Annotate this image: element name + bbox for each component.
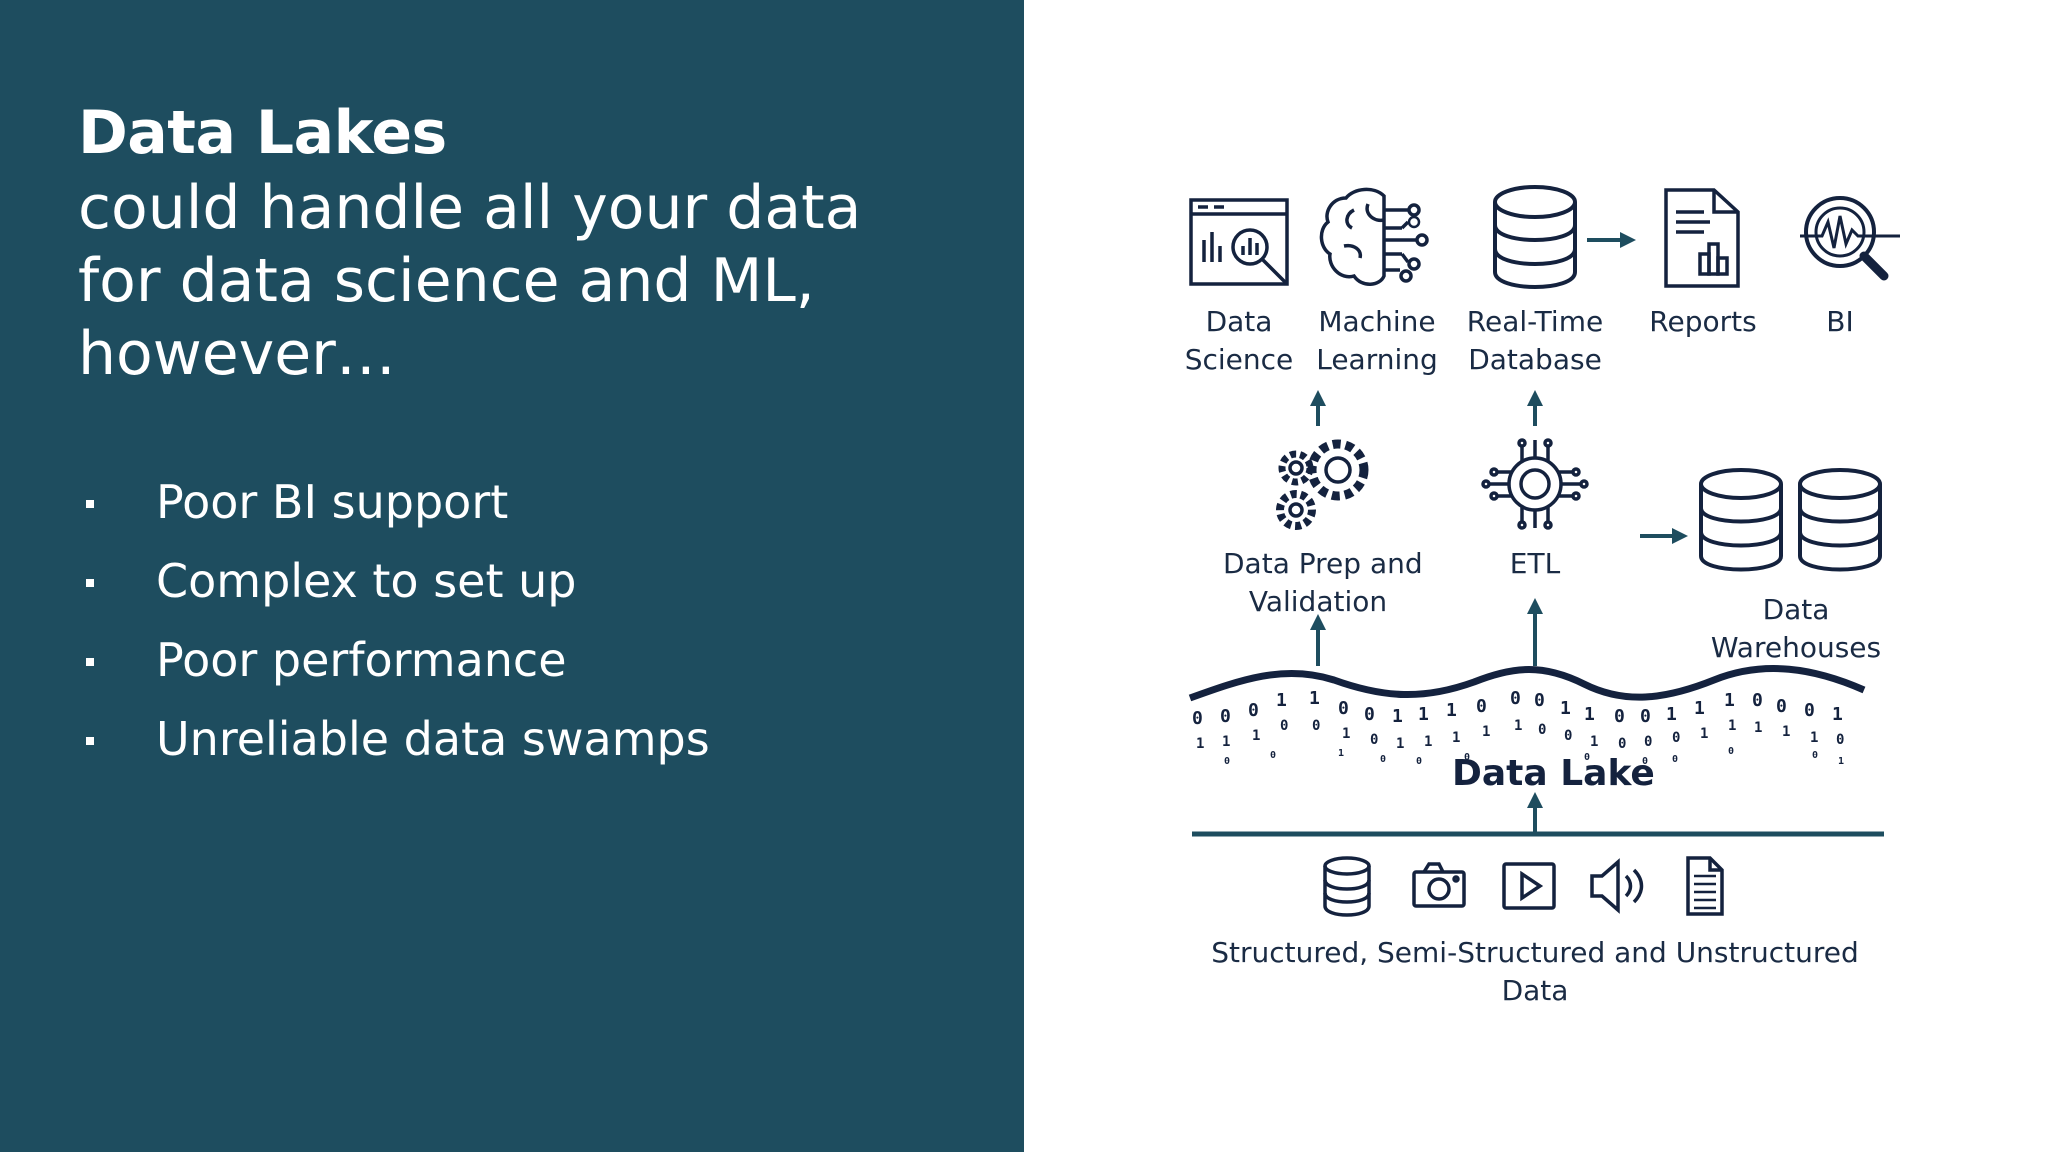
svg-text:1: 1 [1338,748,1344,759]
svg-text:1: 1 [1560,698,1571,719]
svg-text:1: 1 [1392,706,1403,727]
bullet-icon [86,500,94,508]
svg-text:1: 1 [1342,726,1350,742]
report-icon [1664,188,1740,288]
svg-text:1: 1 [1838,756,1844,767]
bullet-icon [86,658,94,666]
svg-text:1: 1 [1309,688,1320,709]
bullet-icon [86,579,94,587]
bi-magnifier-icon [1800,196,1900,281]
svg-text:1: 1 [1418,704,1429,725]
svg-text:0: 0 [1836,732,1844,748]
svg-text:0: 0 [1280,718,1288,734]
svg-text:0: 0 [1312,718,1320,734]
slide-subtitle: could handle all your data for data scie… [78,172,978,391]
svg-text:1: 1 [1584,704,1595,725]
svg-text:1: 1 [1222,734,1230,750]
svg-text:0: 0 [1614,706,1625,727]
brain-icon [1319,187,1429,286]
svg-text:0: 0 [1248,700,1259,721]
label-bi: BI [1826,305,1854,338]
svg-text:1: 1 [1252,728,1260,744]
svg-text:0: 0 [1618,736,1626,752]
svg-text:0: 0 [1416,756,1422,767]
svg-text:0: 0 [1338,698,1349,719]
svg-text:1: 1 [1666,704,1677,725]
svg-text:1: 1 [1694,698,1705,719]
subtitle-line: for data science and ML, [78,246,815,316]
label-reports: Reports [1649,305,1757,338]
audio-icon [1590,858,1644,914]
svg-text:1: 1 [1832,704,1843,725]
svg-text:0: 0 [1464,752,1470,763]
svg-text:1: 1 [1514,718,1522,734]
subtitle-line: could handle all your data [78,173,862,243]
svg-text:0: 0 [1364,704,1375,725]
svg-text:0: 0 [1584,752,1590,763]
label-data-sources: Structured, Semi-Structured and Unstruct… [1211,936,1859,1007]
etl-chip-icon [1481,438,1589,530]
svg-text:0: 0 [1370,732,1378,748]
svg-text:1: 1 [1482,724,1490,740]
svg-text:0: 0 [1224,756,1230,767]
svg-text:0: 0 [1380,754,1386,765]
svg-text:0: 0 [1812,750,1818,761]
svg-text:0: 0 [1776,696,1787,717]
svg-text:0: 0 [1640,706,1651,727]
svg-text:1: 1 [1196,736,1204,752]
document-icon [1686,856,1724,916]
camera-icon [1412,862,1466,908]
video-icon [1502,862,1556,910]
label-etl: ETL [1509,547,1561,580]
svg-text:0: 0 [1672,754,1678,765]
lake-wave [1188,665,1866,702]
svg-text:0: 0 [1642,756,1648,767]
svg-text:0: 0 [1564,728,1572,744]
bullet-icon [86,737,94,745]
slide-title: Data Lakes [78,98,447,168]
svg-text:1: 1 [1782,724,1790,740]
svg-text:1: 1 [1590,734,1598,750]
svg-text:0: 0 [1804,700,1815,721]
svg-text:1: 1 [1724,690,1735,711]
svg-text:1: 1 [1276,690,1287,711]
database-icon [1493,185,1577,289]
svg-text:0: 0 [1476,696,1487,717]
svg-text:0: 0 [1728,746,1734,757]
svg-text:0: 0 [1270,750,1276,761]
svg-text:0: 0 [1752,690,1763,711]
svg-text:1: 1 [1700,726,1708,742]
svg-text:1: 1 [1810,730,1818,746]
svg-text:1: 1 [1396,736,1404,752]
svg-text:1: 1 [1728,718,1736,734]
svg-text:1: 1 [1424,734,1432,750]
svg-text:0: 0 [1510,688,1521,709]
data-science-icon [1189,198,1289,286]
svg-text:0: 0 [1538,722,1546,738]
svg-text:1: 1 [1754,720,1762,736]
svg-text:0: 0 [1644,734,1652,750]
gears-icon [1276,439,1369,530]
svg-text:0: 0 [1534,690,1545,711]
database-icon [1798,468,1882,572]
subtitle-line: however… [78,319,396,389]
database-icon [1323,856,1371,917]
svg-text:0: 0 [1220,706,1231,727]
left-panel: Data Lakes could handle all your data fo… [0,0,1024,1152]
database-icon [1699,468,1783,572]
data-lake-label: Data Lake [1452,753,1655,794]
svg-text:0: 0 [1672,730,1680,746]
svg-text:0: 0 [1192,708,1203,729]
svg-text:1: 1 [1452,730,1460,746]
svg-text:1: 1 [1446,700,1457,721]
